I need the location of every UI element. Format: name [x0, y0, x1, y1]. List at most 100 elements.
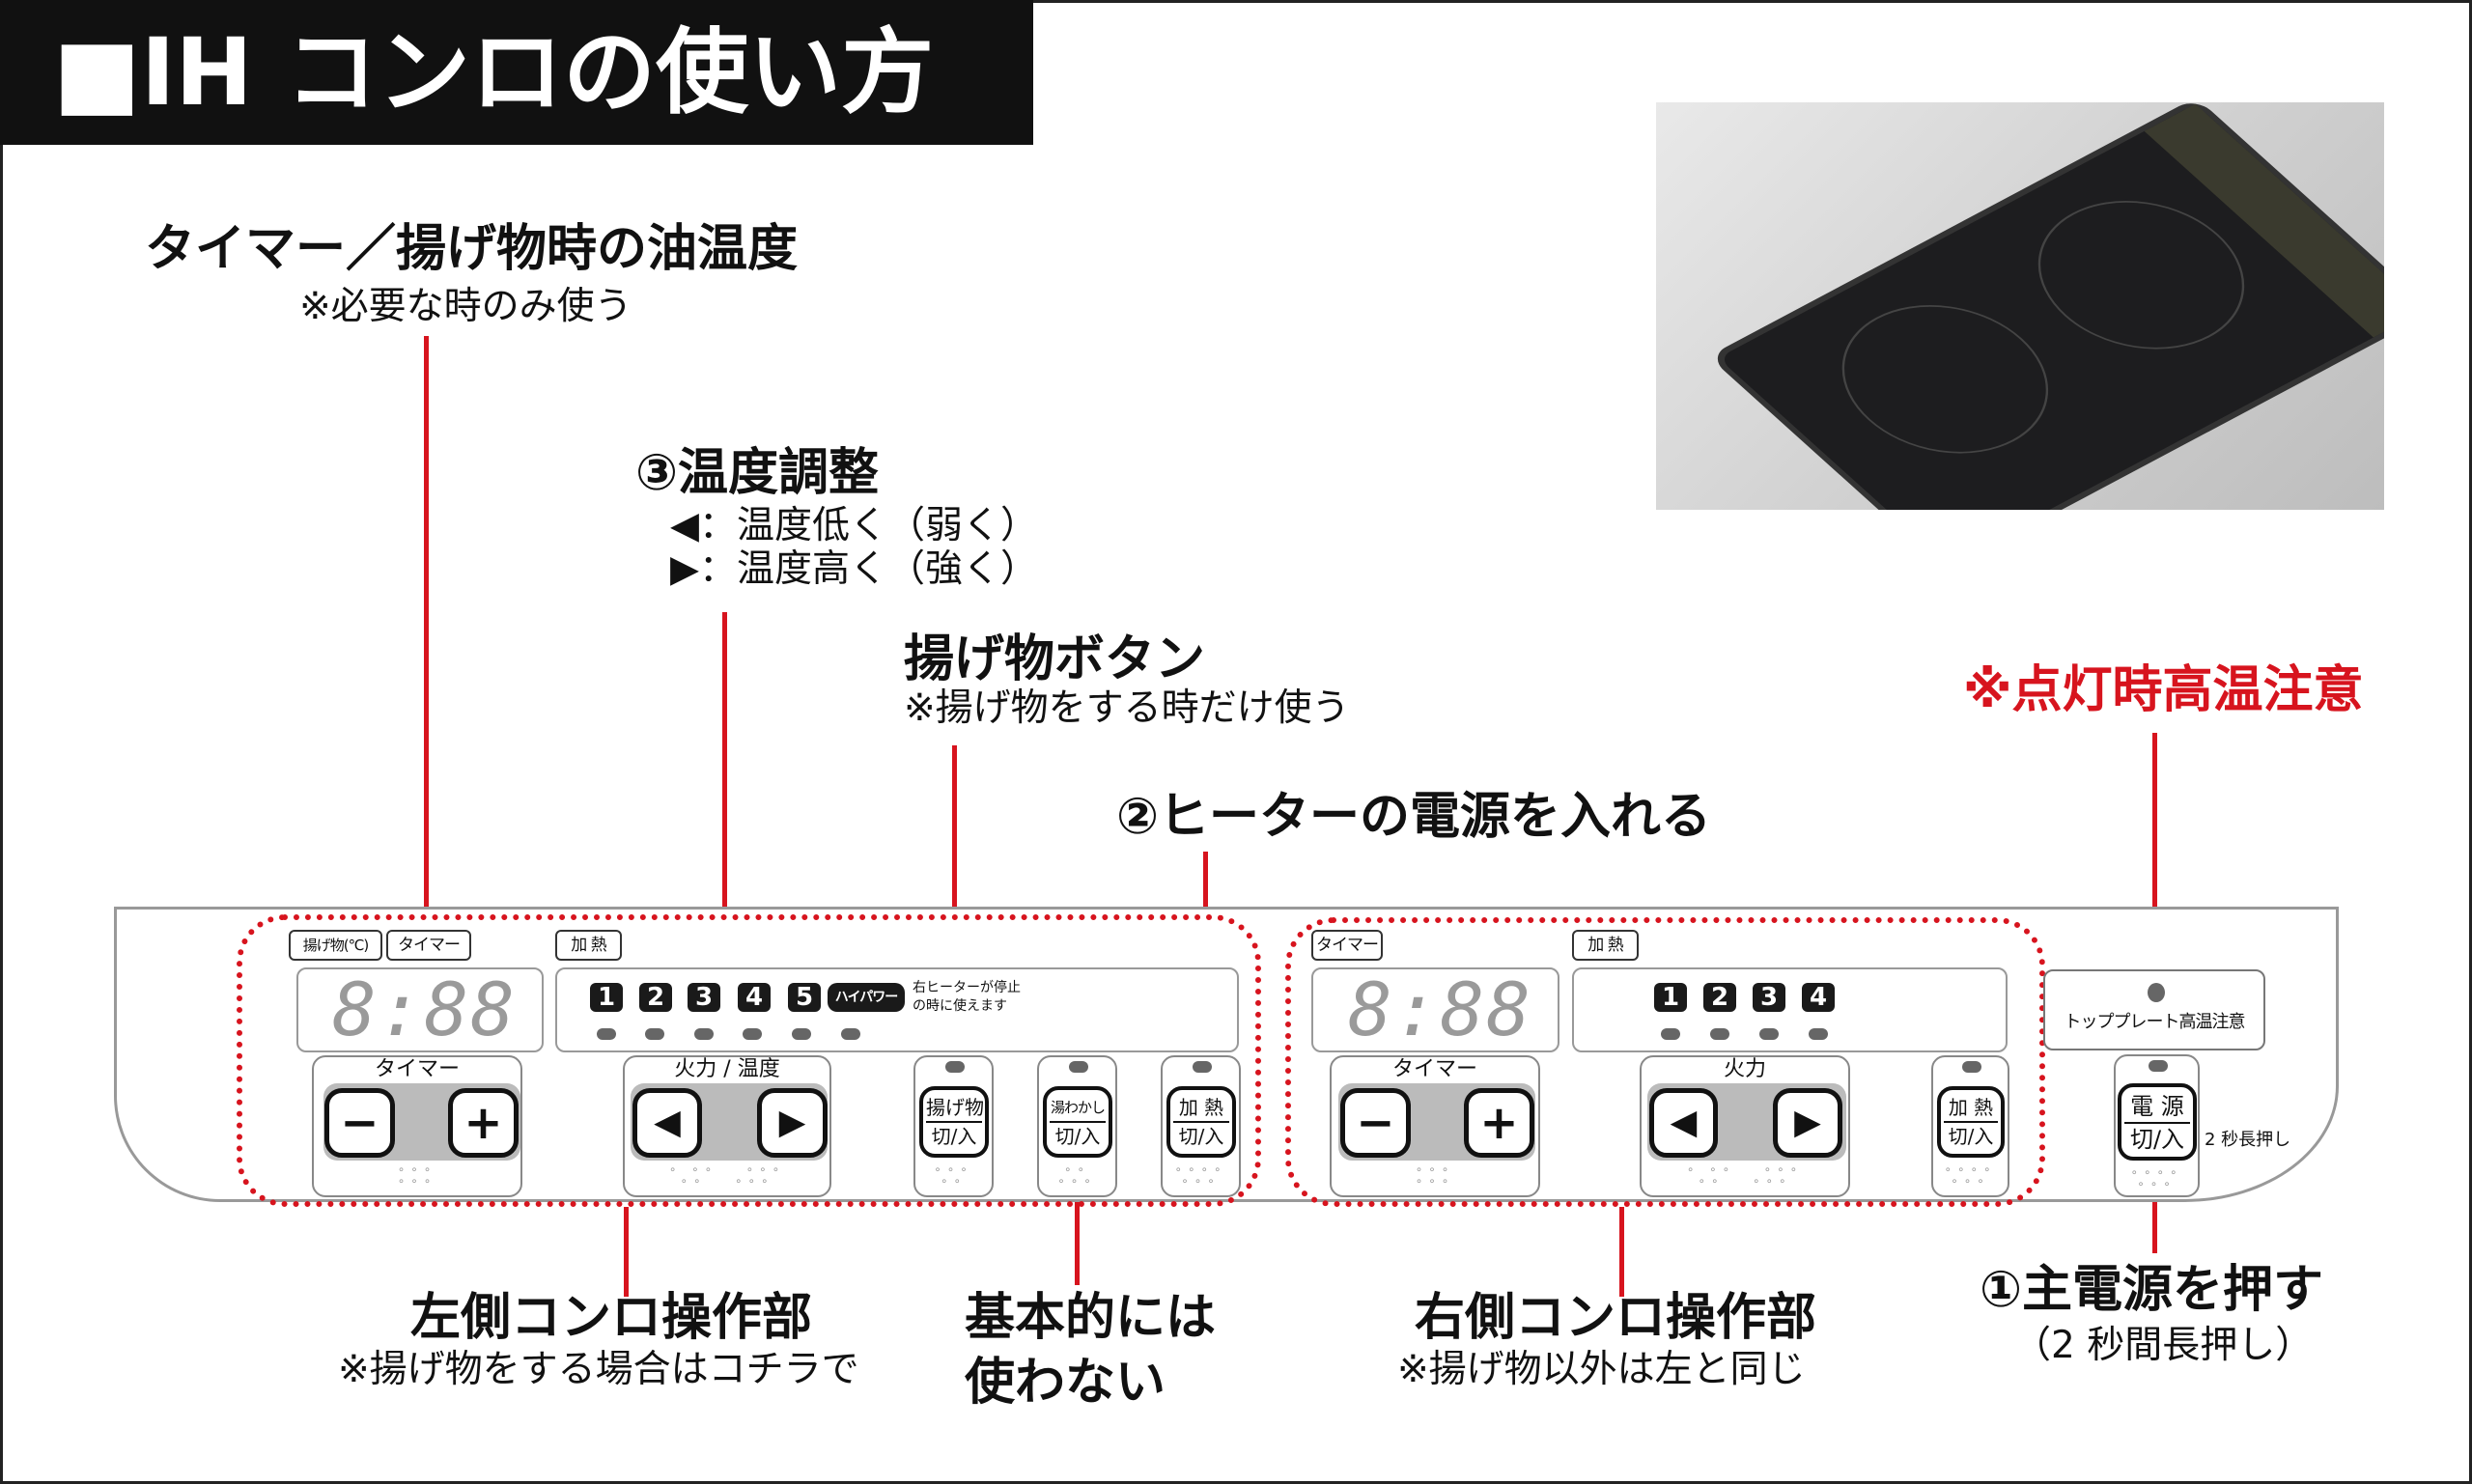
right-timer-plus-button[interactable]: +: [1464, 1088, 1534, 1158]
pointer-line: [722, 612, 727, 1104]
left-timer-display: 8:88: [296, 967, 544, 1052]
right-fire-group: 火力 ◀ ▶ ∘ ∘∘ ∘∘∘∘∘ ∘∘∘: [1640, 1055, 1850, 1197]
braille-dots: ∘ ∘∘ ∘∘∘∘∘ ∘∘∘: [668, 1162, 786, 1188]
braille-dots: ∘∘∘∘∘: [934, 1162, 973, 1188]
top-plate-warning-box: トッププレート高温注意: [2043, 969, 2265, 1050]
label-heat-right: 加 熱: [1572, 930, 1639, 961]
high-power-note-line2: の時に使えます: [913, 998, 1007, 1014]
level-led: [841, 1028, 860, 1040]
braille-dots: ∘∘∘∘∘∘∘: [2130, 1165, 2183, 1190]
power-led: [2149, 1060, 2168, 1072]
level-badge: 2: [639, 983, 672, 1012]
kettle-led: [1069, 1061, 1088, 1073]
braille-dots: ∘ ∘∘ ∘∘∘∘∘ ∘∘∘: [1686, 1162, 1804, 1188]
hot-warning-title: ※点灯時高温注意: [1963, 661, 2364, 719]
left-heat-button[interactable]: 加 熱 切/入: [1166, 1086, 1236, 1158]
left-heat-led: [1193, 1061, 1212, 1073]
right-heat-led: [1962, 1061, 1981, 1073]
timer-group-label: タイマー: [374, 1057, 460, 1081]
heater-power-title: ②ヒーターの電源を入れる: [1116, 788, 1712, 846]
level-badge: 2: [1703, 983, 1736, 1012]
power-button-top: 電 源: [2124, 1091, 2190, 1124]
level-badge: 4: [1802, 983, 1835, 1012]
main-power-title: ①主電源を押す: [1980, 1261, 2324, 1319]
high-power-badge: ハイパワー: [828, 983, 905, 1012]
temp-adjust-line1: ◀：温度低く（弱く）: [670, 504, 1038, 547]
left-panel-highlight: [237, 914, 1261, 1207]
kettle-button-bottom: 切/入: [1054, 1125, 1101, 1148]
left-panel-title: 左側コンロ操作部: [410, 1289, 813, 1347]
left-heat-button-group: 加 熱 切/入 ∘∘∘∘∘∘∘: [1161, 1055, 1241, 1197]
level-badge: 1: [590, 983, 623, 1012]
timer-temp-title: タイマー／揚げ物時の油温度: [145, 220, 799, 278]
left-panel-sub: ※揚げ物をする場合はコチラで: [338, 1348, 859, 1391]
fry-button-bottom: 切/入: [931, 1125, 977, 1148]
right-panel-title: 右側コンロ操作部: [1415, 1289, 1817, 1347]
label-timer: タイマー: [386, 930, 471, 961]
pointer-line: [2152, 733, 2157, 986]
right-timer-minus-button[interactable]: −: [1340, 1088, 1411, 1158]
right-panel-sub: ※揚げ物以外は左と同じ: [1397, 1348, 1806, 1391]
level-led: [597, 1028, 616, 1040]
power-button-bottom: 切/入: [2129, 1126, 2185, 1153]
pointer-line: [1619, 1207, 1624, 1297]
left-fire-group: 火力 / 温度 ◀ ▶ ∘ ∘∘ ∘∘∘∘∘ ∘∘∘: [623, 1055, 831, 1197]
fry-button-top: 揚げ物: [926, 1094, 984, 1123]
cooktop-image: [1718, 103, 2384, 510]
right-heat-button-top: 加 熱: [1944, 1094, 1998, 1123]
top-plate-warning-label: トッププレート高温注意: [2064, 1012, 2246, 1032]
level-led: [743, 1028, 762, 1040]
right-heat-button[interactable]: 加 熱 切/入: [1937, 1086, 2005, 1158]
label-heat: 加 熱: [555, 930, 622, 961]
level-led: [1661, 1028, 1680, 1040]
fry-button[interactable]: 揚げ物 切/入: [919, 1086, 989, 1158]
right-panel-highlight: [1285, 917, 2045, 1207]
left-timer-minus-button[interactable]: −: [324, 1088, 395, 1158]
braille-dots: ∘∘∘∘∘: [1057, 1162, 1097, 1188]
left-fire-increase-button[interactable]: ▶: [757, 1088, 828, 1158]
left-timer-plus-button[interactable]: +: [448, 1088, 519, 1158]
fire-group-label: 火力 / 温度: [674, 1057, 780, 1081]
level-led: [694, 1028, 714, 1040]
level-led: [1809, 1028, 1828, 1040]
braille-dots: ∘∘∘∘∘∘: [1415, 1162, 1455, 1188]
temp-adjust-title: ③温度調整: [635, 444, 880, 502]
level-badge: 1: [1654, 983, 1687, 1012]
fry-led: [945, 1061, 965, 1073]
right-level-display: [1572, 967, 2008, 1052]
right-fire-decrease-button[interactable]: ◀: [1649, 1088, 1718, 1158]
pointer-line: [424, 336, 429, 1104]
timer-group-label: タイマー: [1391, 1057, 1477, 1081]
level-led: [1710, 1028, 1729, 1040]
warning-led: [2148, 983, 2165, 1002]
temp-adjust-line2: ▶：温度高く（強く）: [670, 547, 1038, 591]
page-title: ■IH コンロの使い方: [0, 0, 1033, 145]
left-heat-button-top: 加 熱: [1173, 1094, 1229, 1123]
fire-group-label: 火力: [1723, 1057, 1766, 1081]
level-led: [792, 1028, 811, 1040]
fry-button-sub: ※揚げ物をする時だけ使う: [904, 686, 1350, 730]
kettle-button-top: 湯わかし: [1050, 1094, 1106, 1123]
right-fire-increase-button[interactable]: ▶: [1773, 1088, 1842, 1158]
power-button-group: 電 源 切/入 ∘∘∘∘∘∘∘: [2114, 1054, 2200, 1197]
right-heat-button-group: 加 熱 切/入 ∘∘∘∘∘∘∘: [1931, 1055, 2009, 1197]
timer-temp-sub: ※必要な時のみ使う: [299, 285, 632, 328]
left-fire-decrease-button[interactable]: ◀: [632, 1088, 702, 1158]
kettle-note-line2: 使わない: [965, 1354, 1166, 1412]
fry-button-title: 揚げ物ボタン: [904, 630, 1206, 688]
kettle-button[interactable]: 湯わかし 切/入: [1043, 1086, 1112, 1158]
kettle-button-group: 湯わかし 切/入 ∘∘∘∘∘: [1037, 1055, 1117, 1197]
left-heat-button-bottom: 切/入: [1178, 1125, 1224, 1148]
level-badge: 5: [788, 983, 821, 1012]
braille-dots: ∘∘∘∘∘∘∘: [1944, 1162, 1997, 1188]
long-press-note: 2 秒長押し: [2205, 1130, 2291, 1150]
main-power-sub: （2 秒間長押し）: [2013, 1324, 2314, 1367]
braille-dots: ∘∘∘∘∘∘∘: [1174, 1162, 1227, 1188]
left-timer-group: タイマー − + ∘∘∘∘∘∘: [312, 1055, 522, 1197]
main-power-button[interactable]: 電 源 切/入: [2118, 1083, 2197, 1161]
kettle-note-line1: 基本的には: [965, 1289, 1217, 1347]
fry-button-group: 揚げ物 切/入 ∘∘∘∘∘: [913, 1055, 994, 1197]
right-heat-button-bottom: 切/入: [1948, 1125, 1994, 1148]
heating-zone: [1799, 276, 2092, 483]
